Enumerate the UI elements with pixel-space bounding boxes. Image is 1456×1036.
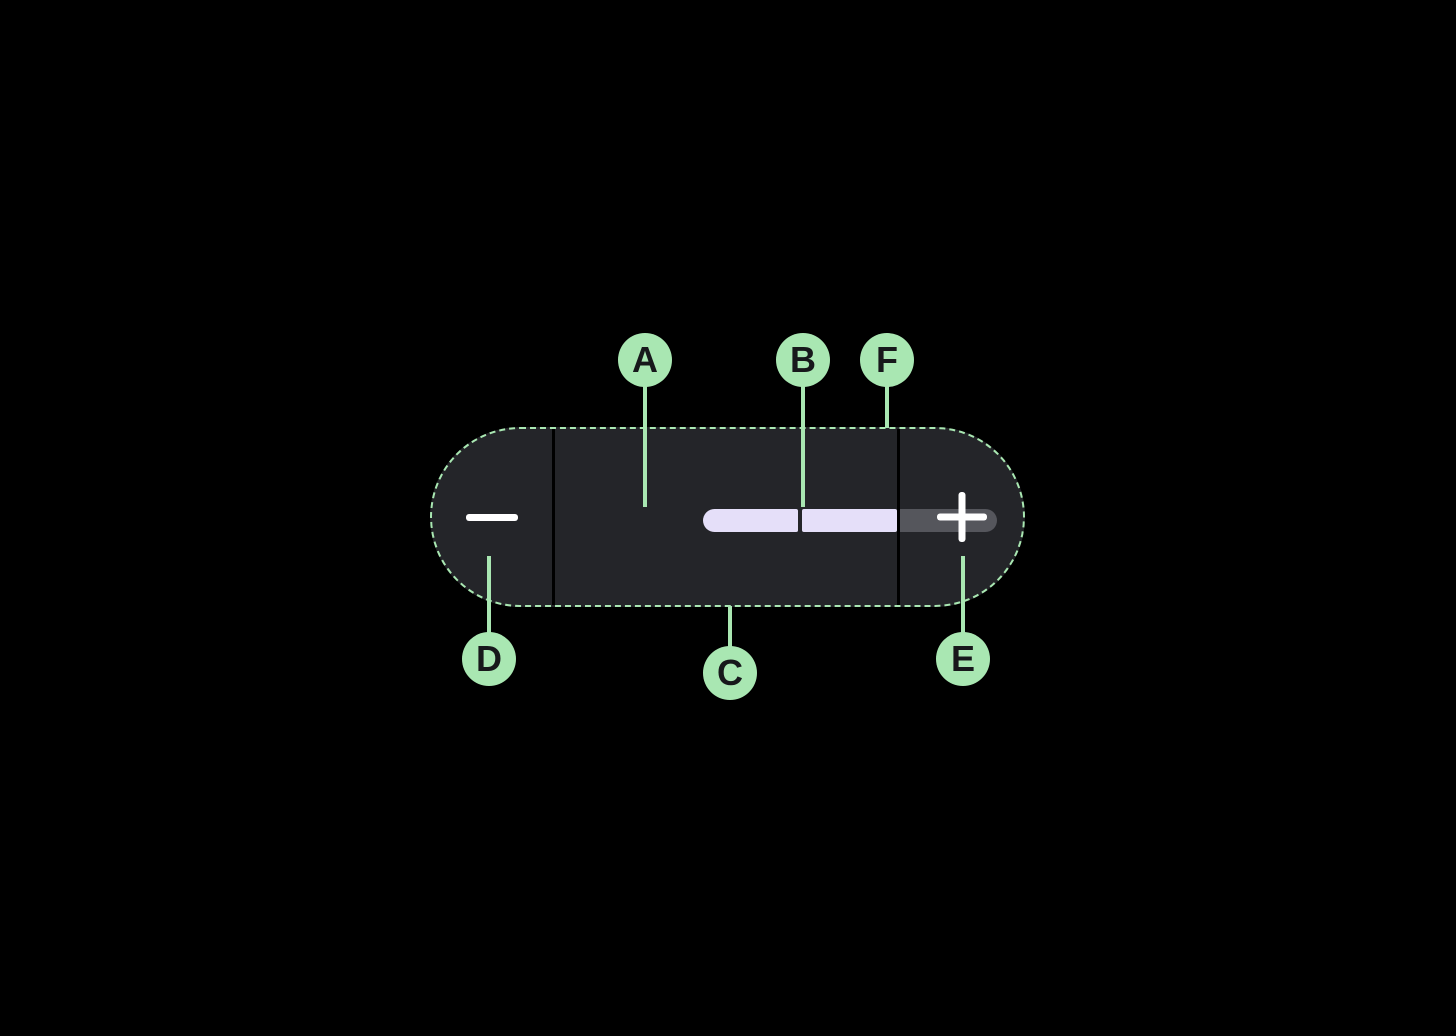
callout-badge-b: B [776,333,830,387]
callout-letter: F [876,339,898,380]
callout-badge-f: F [860,333,914,387]
callout-badge-d: D [462,632,516,686]
callout-letter: A [632,339,658,380]
divider-left [552,429,555,605]
minus-icon [466,513,518,521]
callout-badge-e: E [936,632,990,686]
callout-line-e [961,556,965,634]
callout-letter: E [950,638,975,679]
callout-letter: B [790,339,816,380]
divider-right [897,429,900,605]
callout-line-f [885,384,889,428]
progress-segment-filled-1 [703,509,798,532]
stepper-control [430,427,1025,607]
progress-segment-filled-2 [802,509,897,532]
callout-line-a [643,384,647,507]
decrement-button[interactable] [432,429,552,605]
callout-letter: D [476,638,502,679]
callout-line-d [487,556,491,634]
callout-letter: C [717,652,743,693]
callout-badge-a: A [618,333,672,387]
plus-icon [937,492,987,542]
callout-line-b [801,384,805,507]
callout-line-c [728,606,732,648]
value-track-zone[interactable] [555,429,997,605]
callout-badge-c: C [703,646,757,700]
